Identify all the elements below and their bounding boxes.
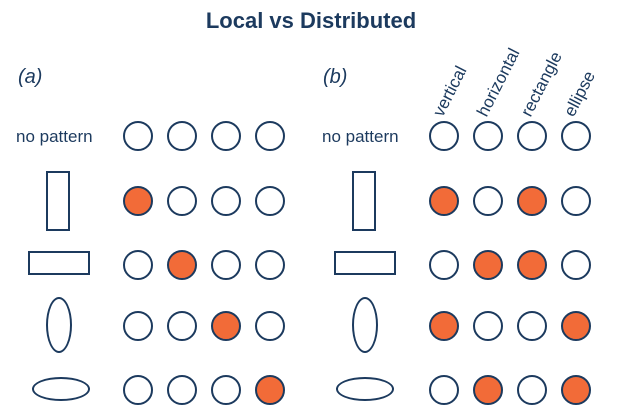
active-unit-panel-b <box>517 250 547 280</box>
panel-a-vertical-bar <box>46 171 70 231</box>
active-unit-panel-b <box>561 311 591 341</box>
inactive-unit-panel-a <box>123 375 153 405</box>
inactive-unit-panel-a <box>167 375 197 405</box>
inactive-unit-panel-a <box>123 250 153 280</box>
diagram-title: Local vs Distributed <box>205 8 417 33</box>
panel-b-no-pattern-label: no pattern <box>322 127 399 146</box>
active-unit-panel-a <box>123 186 153 216</box>
inactive-unit-panel-b <box>517 311 547 341</box>
panel-b-vertical-ellipse <box>352 297 378 353</box>
inactive-unit-panel-b <box>429 250 459 280</box>
inactive-unit-panel-a <box>211 186 241 216</box>
active-unit-panel-a <box>255 375 285 405</box>
panel-a-label: (a) <box>18 66 43 88</box>
panel-a-horizontal-bar <box>28 251 90 275</box>
column-label-ellipse: ellipse <box>560 67 599 120</box>
panel-b-vertical-bar <box>352 171 376 231</box>
inactive-unit-panel-b <box>473 186 503 216</box>
inactive-unit-panel-a <box>211 250 241 280</box>
inactive-unit-panel-a <box>167 311 197 341</box>
inactive-unit-panel-b <box>561 121 591 151</box>
active-unit-panel-a <box>211 311 241 341</box>
inactive-unit-panel-a <box>211 375 241 405</box>
inactive-unit-panel-a <box>255 121 285 151</box>
inactive-unit-panel-b <box>473 311 503 341</box>
inactive-unit-panel-b <box>561 186 591 216</box>
panel-b-horizontal-ellipse <box>336 377 394 401</box>
panel-a-vertical-ellipse <box>46 297 72 353</box>
active-unit-panel-b <box>473 250 503 280</box>
inactive-unit-panel-a <box>167 121 197 151</box>
inactive-unit-panel-b <box>429 121 459 151</box>
inactive-unit-panel-a <box>211 121 241 151</box>
column-label-vertical: vertical <box>429 62 471 120</box>
panel-b-horizontal-bar <box>334 251 396 275</box>
inactive-unit-panel-a <box>255 186 285 216</box>
inactive-unit-panel-b <box>517 121 547 151</box>
inactive-unit-panel-b <box>429 375 459 405</box>
inactive-unit-panel-a <box>123 311 153 341</box>
column-label-rectangle: rectangle <box>517 48 566 120</box>
inactive-unit-panel-b <box>473 121 503 151</box>
active-unit-panel-b <box>517 186 547 216</box>
active-unit-panel-b <box>473 375 503 405</box>
panel-a-horizontal-ellipse <box>32 377 90 401</box>
panel-b-label: (b) <box>323 66 348 88</box>
active-unit-panel-b <box>429 186 459 216</box>
panel-a-no-pattern-label: no pattern <box>16 127 93 146</box>
inactive-unit-panel-a <box>255 311 285 341</box>
active-unit-panel-b <box>429 311 459 341</box>
inactive-unit-panel-a <box>255 250 285 280</box>
inactive-unit-panel-b <box>517 375 547 405</box>
active-unit-panel-b <box>561 375 591 405</box>
inactive-unit-panel-a <box>123 121 153 151</box>
inactive-unit-panel-b <box>561 250 591 280</box>
inactive-unit-panel-a <box>167 186 197 216</box>
active-unit-panel-a <box>167 250 197 280</box>
